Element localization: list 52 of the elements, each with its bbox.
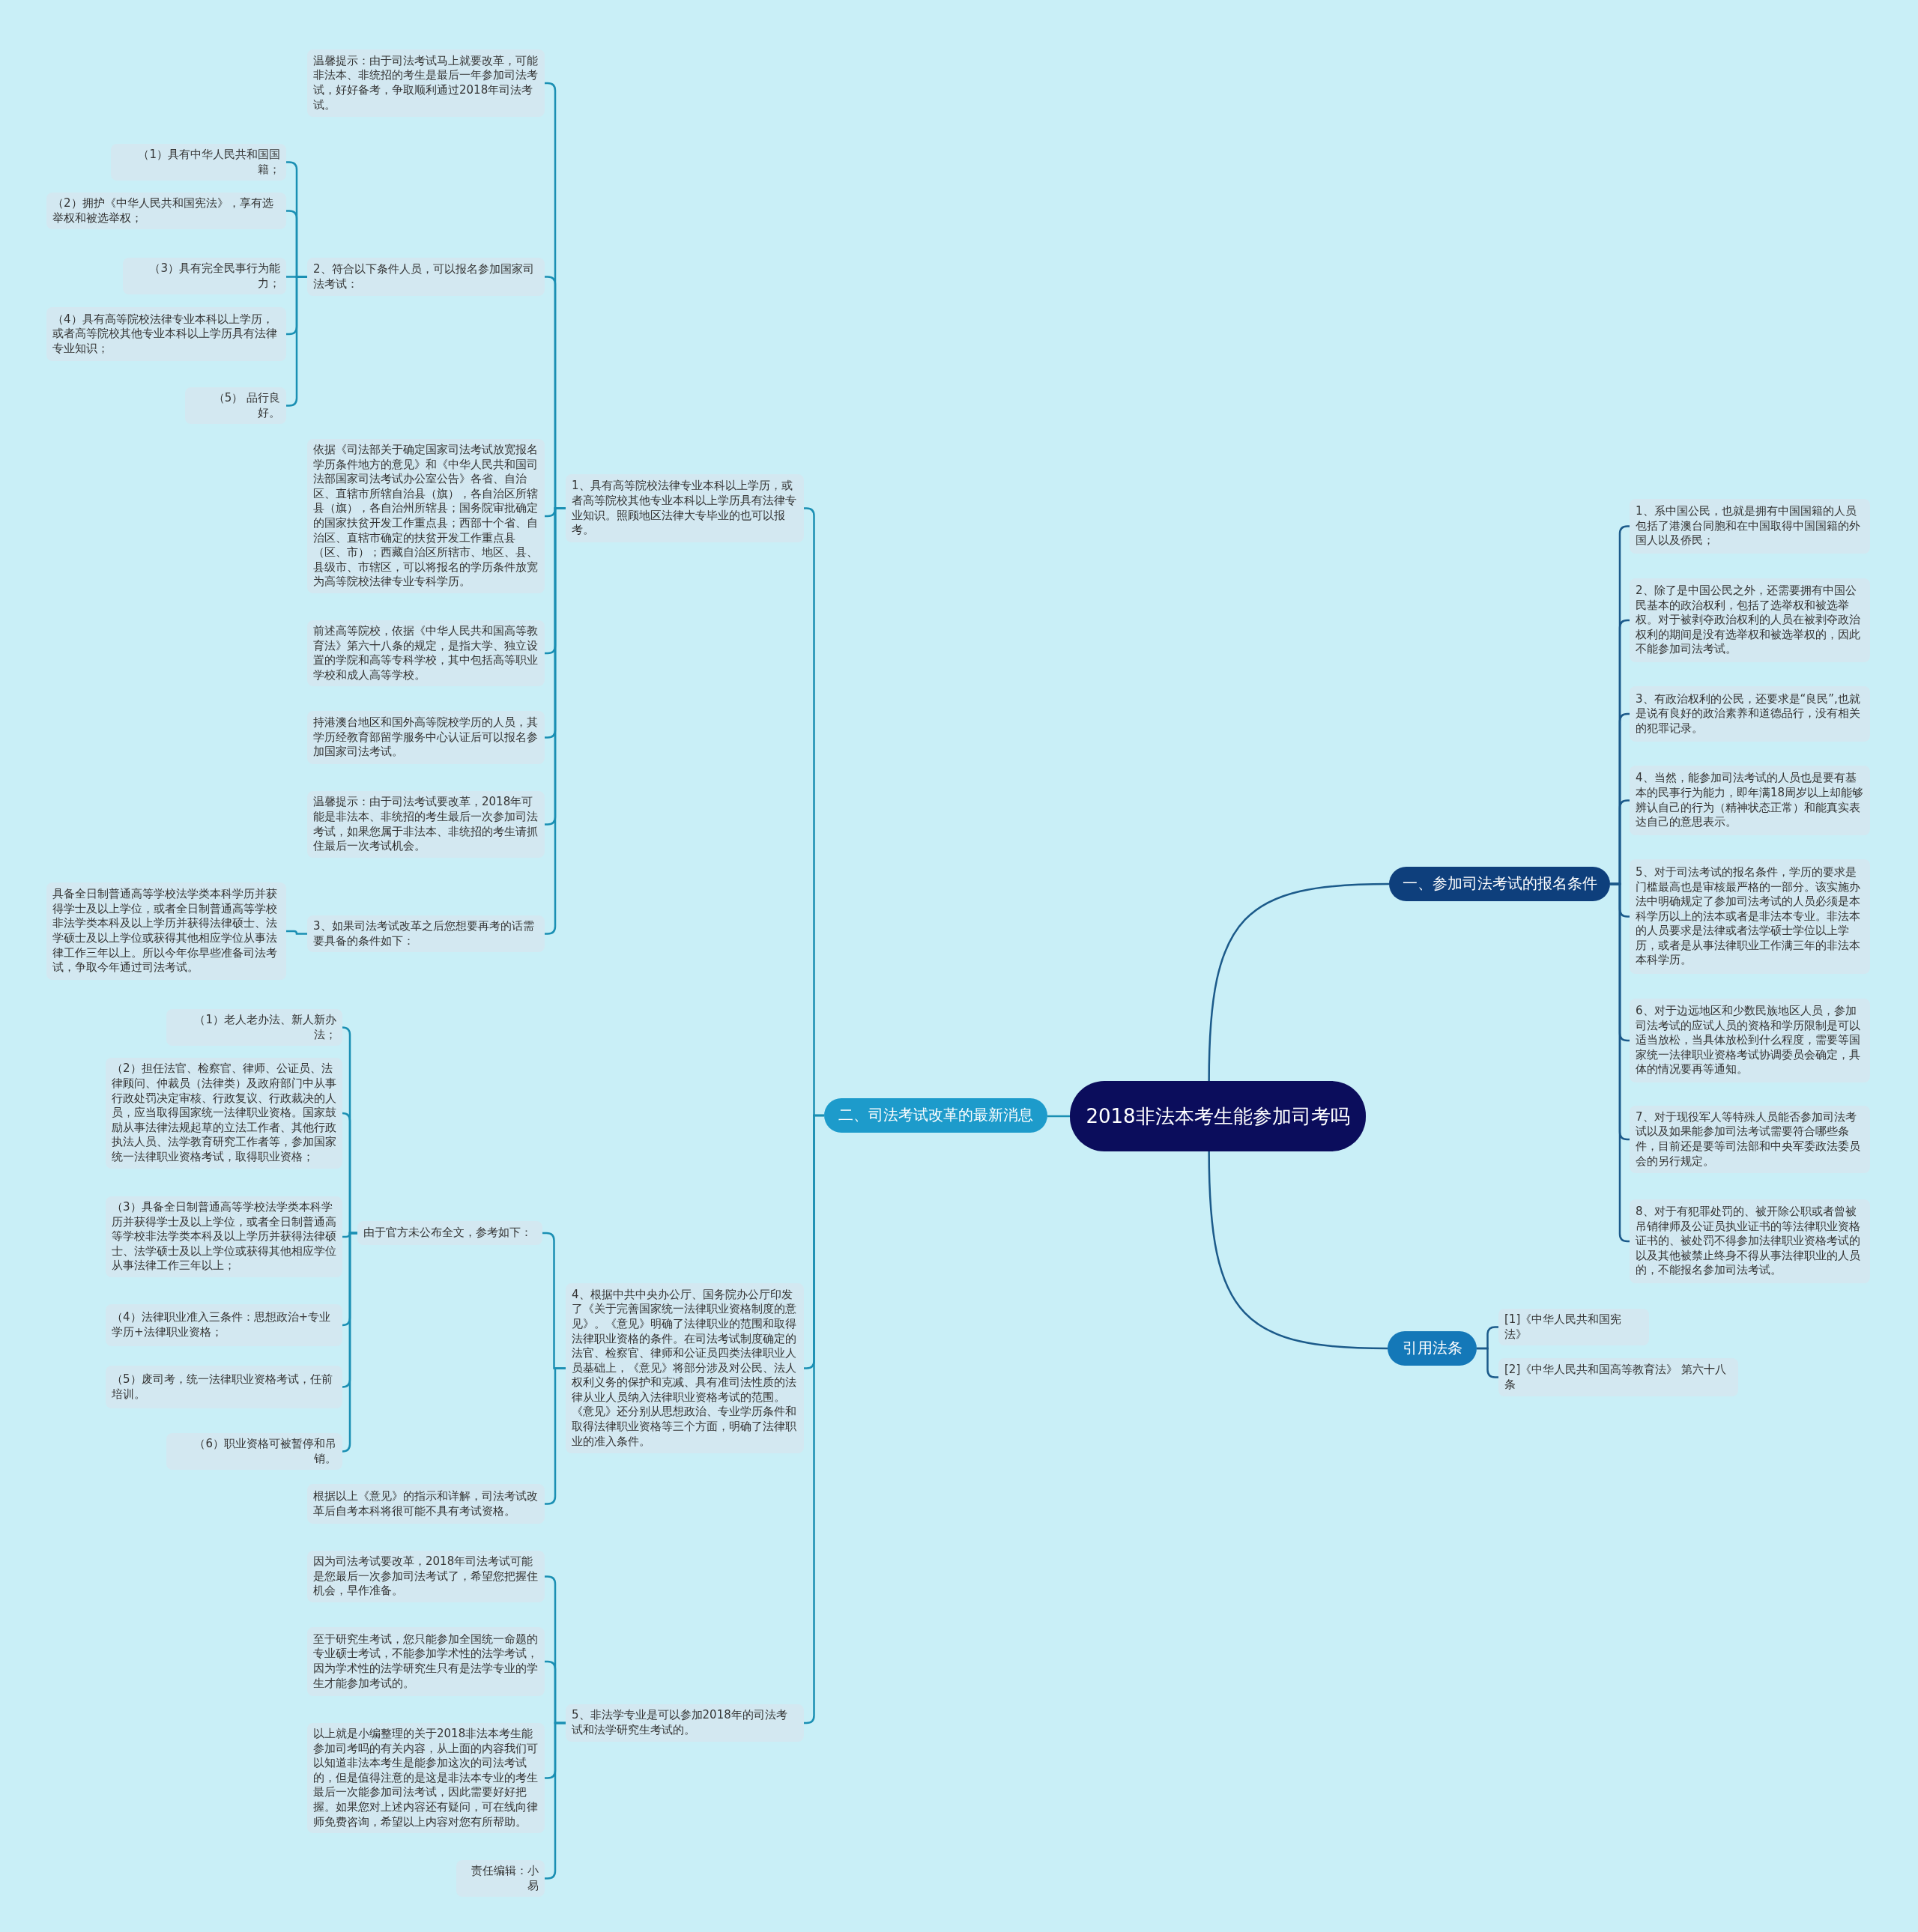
topic-box: 4、根据中共中央办公厅、国务院办公厅印发了《关于完善国家统一法律职业资格制度的意见》。《意见》明确了法律职业的范围和取得法律职业资格的条件。在司法考试制度确定的法官、检察官、律师和公证员四类法律职业人员基础上，《意见》将部分涉及对公民、法人权利义务的保护和克减、具有准司法性质的法律从业人员纳入法律职业资格考试的范围。《意见》还分别从思想政治、专业学历条件和取得法律职业资格等三个方面，明确了法律职业的准入条件。: [566, 1283, 804, 1453]
connector-line: [1477, 1347, 1498, 1378]
connector-line: [1610, 882, 1630, 1243]
topic-box: 温馨提示：由于司法考试要改革，2018年可能是非法本、非统招的考生最后一次参加司法考试，如果您属于非法本、非统招的考生请抓住最后一次考试机会。: [307, 791, 545, 858]
topic-box: （2）拥护《中华人民共和国宪法》，享有选举权和被选举权；: [46, 193, 286, 230]
topic-box: 根据以上《意见》的指示和详解，司法考试改革后自考本科将很可能不具有考试资格。: [307, 1484, 545, 1524]
topic-box: 1、具有高等院校法律专业本科以上学历，或者高等院校其他专业本科以上学历具有法律专业知识。照顾地区法律大专毕业的也可以报考。: [566, 474, 804, 542]
topic-box: 因为司法考试要改革，2018年司法考试可能是您最后一次参加司法考试了，希望您把握住机会，早作准备。: [307, 1551, 545, 1602]
connector-line: [545, 1367, 566, 1505]
topic-box: 至于研究生考试，您只能参加全国统一命题的专业硕士考试，不能参加学术性的法学考试，因为学术性的法学研究生只有是法学专业的学生才能参加考试的。: [307, 1627, 545, 1696]
topic-box: （3）具备全日制普通高等学校法学类本科学历并获得学士及以上学位，或者全日制普通高等学校非法学类本科及以上学历并获得法律硕士、法学硕士及以上学位或获得其他相应学位从事法律工作三年以上；: [106, 1196, 342, 1277]
connector-line: [1047, 1115, 1070, 1118]
connector-line: [1208, 1151, 1388, 1350]
topic-box: 5、对于司法考试的报名条件，学历的要求是门槛最高也是审核最严格的一部分。该实施办法中明确规定了参加司法考试的人员必须是本科学历以上的法本或者是非法本专业。非法本的人员要求是法律或者法学硕士学位以上学历，或者是从事法律职业工作满三年的非法本本科学历。: [1630, 859, 1870, 974]
topic-box: [2]《中华人民共和国高等教育法》 第六十八条: [1498, 1358, 1738, 1396]
topic-box: 前述高等院校，依据《中华人民共和国高等教育法》第六十八条的规定，是指大学、独立设置的学院和高等专科学校，其中包括高等职业学校和成人高等学校。: [307, 620, 545, 687]
central-topic: 2018非法本考生能参加司考吗: [1070, 1081, 1366, 1151]
topic-box: 6、对于边远地区和少数民族地区人员，参加司法考试的应试人员的资格和学历限制是可以适当放松，当具体放松到什么程度，需要等国家统一法律职业资格考试协调委员会确定，具体的情况要再等通知。: [1630, 999, 1870, 1082]
topic-box: （5）废司考，统一法律职业资格考试，任前培训。: [106, 1366, 342, 1408]
topic-box: 温馨提示：由于司法考试马上就要改革，可能非法本、非统招的考生是最后一年参加司法考试，好好备考，争取顺利通过2018年司法考试。: [307, 49, 545, 117]
topic-box: 2、符合以下条件人员，可以报名参加国家司法考试：: [307, 258, 545, 296]
topic-box: 持港澳台地区和国外高等院校学历的人员，其学历经教育部留学服务中心认证后可以报名参加国家司法考试。: [307, 711, 545, 764]
connector-line: [1208, 882, 1390, 1082]
topic-box: （4）法律职业准入三条件：思想政治+专业学历+法律职业资格；: [106, 1304, 342, 1346]
branch-topic: 二、司法考试改革的最新消息: [824, 1098, 1047, 1133]
topic-box: [1]《中华人民共和国宪法》: [1498, 1309, 1649, 1346]
topic-box: （2）担任法官、检察官、律师、公证员、法律顾问、仲裁员（法律类）及政府部门中从事行政处罚决定审核、行政复议、行政裁决的人员，应当取得国家统一法律职业资格。国家鼓励从事法律法规起草的立法工作者、其他行政执法人员、法学教育研究工作者等，参加国家统一法律职业资格考试，取得职业资格；: [106, 1058, 342, 1169]
topic-box: （1）老人老办法、新人新办法；: [166, 1009, 342, 1047]
topic-box: （6）职业资格可被暂停和吊销。: [166, 1433, 342, 1471]
topic-box: 以上就是小编整理的关于2018非法本考生能参加司考吗的有关内容，从上面的内容我们可以知道非法本考生是能参加这次的司法考试的，但是值得注意的是这是非法本专业的考生最后一次能参加司法考试，因此需要好好把握。如果您对上述内容还有疑问，可在线向律师免费咨询，希望以上内容对您有所帮助。: [307, 1723, 545, 1834]
topic-box: 1、系中国公民，也就是拥有中国国籍的人员包括了港澳台同胞和在中国取得中国国籍的外国人以及侨民；: [1630, 499, 1870, 554]
topic-box: 5、非法学专业是可以参加2018年的司法考试和法学研究生考试的。: [566, 1704, 804, 1742]
topic-box: （5） 品行良好。: [185, 387, 286, 425]
topic-box: 4、当然，能参加司法考试的人员也是要有基本的民事行为能力，即年满18周岁以上却能够辨认自己的行为（精神状态正常）和能真实表达自己的意思表示。: [1630, 766, 1870, 835]
topic-box: 3、有政治权利的公民，还要求是“良民”,也就是说有良好的政治素养和道德品行，没有相关的犯罪记录。: [1630, 686, 1870, 742]
connector-line: [286, 930, 307, 935]
connector-line: [341, 1232, 357, 1453]
topic-box: 责任编辑：小易: [456, 1860, 545, 1898]
topic-box: 依据《司法部关于确定国家司法考试放宽报名学历条件地方的意见》和《中华人民共和国司法部国家司法考试办公室公告》各省、自治区、直辖市所辖自治县（旗），各自治区所辖县（旗），各自治州所辖县；国务院审批确定的国家扶贫开发工作重点县；西部十个省、自治区、直辖市确定的扶贫开发工作重点县（区、市）；西藏自治区所辖市、地区、县、县级市、市辖区，可以将报名的学历条件放宽为高等院校法律专业专科学历。: [307, 439, 545, 593]
topic-box: （1）具有中华人民共和国国籍；: [111, 144, 286, 181]
topic-box: 8、对于有犯罪处罚的、被开除公职或者曾被吊销律师及公证员执业证书的等法律职业资格证书的、被处罚不得参加法律职业资格考试的以及其他被禁止终身不得从事法律职业的人员的，不能报名参加司法考试。: [1630, 1199, 1870, 1283]
connector-line: [545, 1721, 566, 1880]
connector-line: [803, 1114, 824, 1724]
topic-box: 7、对于现役军人等特殊人员能否参加司法考试以及如果能参加司法考试需要符合哪些条件，目前还是要等司法部和中央军委政法委员会的另行规定。: [1630, 1106, 1870, 1173]
topic-box: 由于官方未公布全文，参考如下：: [357, 1221, 542, 1245]
topic-box: （4）具有高等院校法律专业本科以上学历，或者高等院校其他专业本科以上学历具有法律专业知识；: [46, 307, 286, 361]
topic-box: （3）具有完全民事行为能力；: [123, 258, 286, 295]
topic-box: 2、除了是中国公民之外，还需要拥有中国公民基本的政治权利，包括了选举权和被选举权。对于被剥夺政治权利的人员在被剥夺政治权利的期间是没有选举权和被选举权的，因此不能参加司法考试。: [1630, 578, 1870, 662]
topic-box: 3、如果司法考试改革之后您想要再考的话需要具备的条件如下：: [307, 915, 545, 953]
branch-topic: 一、参加司法考试的报名条件: [1389, 867, 1610, 901]
topic-box: 具备全日制普通高等学校法学类本科学历并获得学士及以上学位，或者全日制普通高等学校非法学类本科及以上学历并获得法律硕士、法学硕士及以上学位或获得其他相应学位从事法律工作三年以上。所以今年你早些准备司法考试，争取今年通过司法考试。: [46, 882, 286, 980]
branch-topic: 引用法条: [1388, 1331, 1477, 1366]
